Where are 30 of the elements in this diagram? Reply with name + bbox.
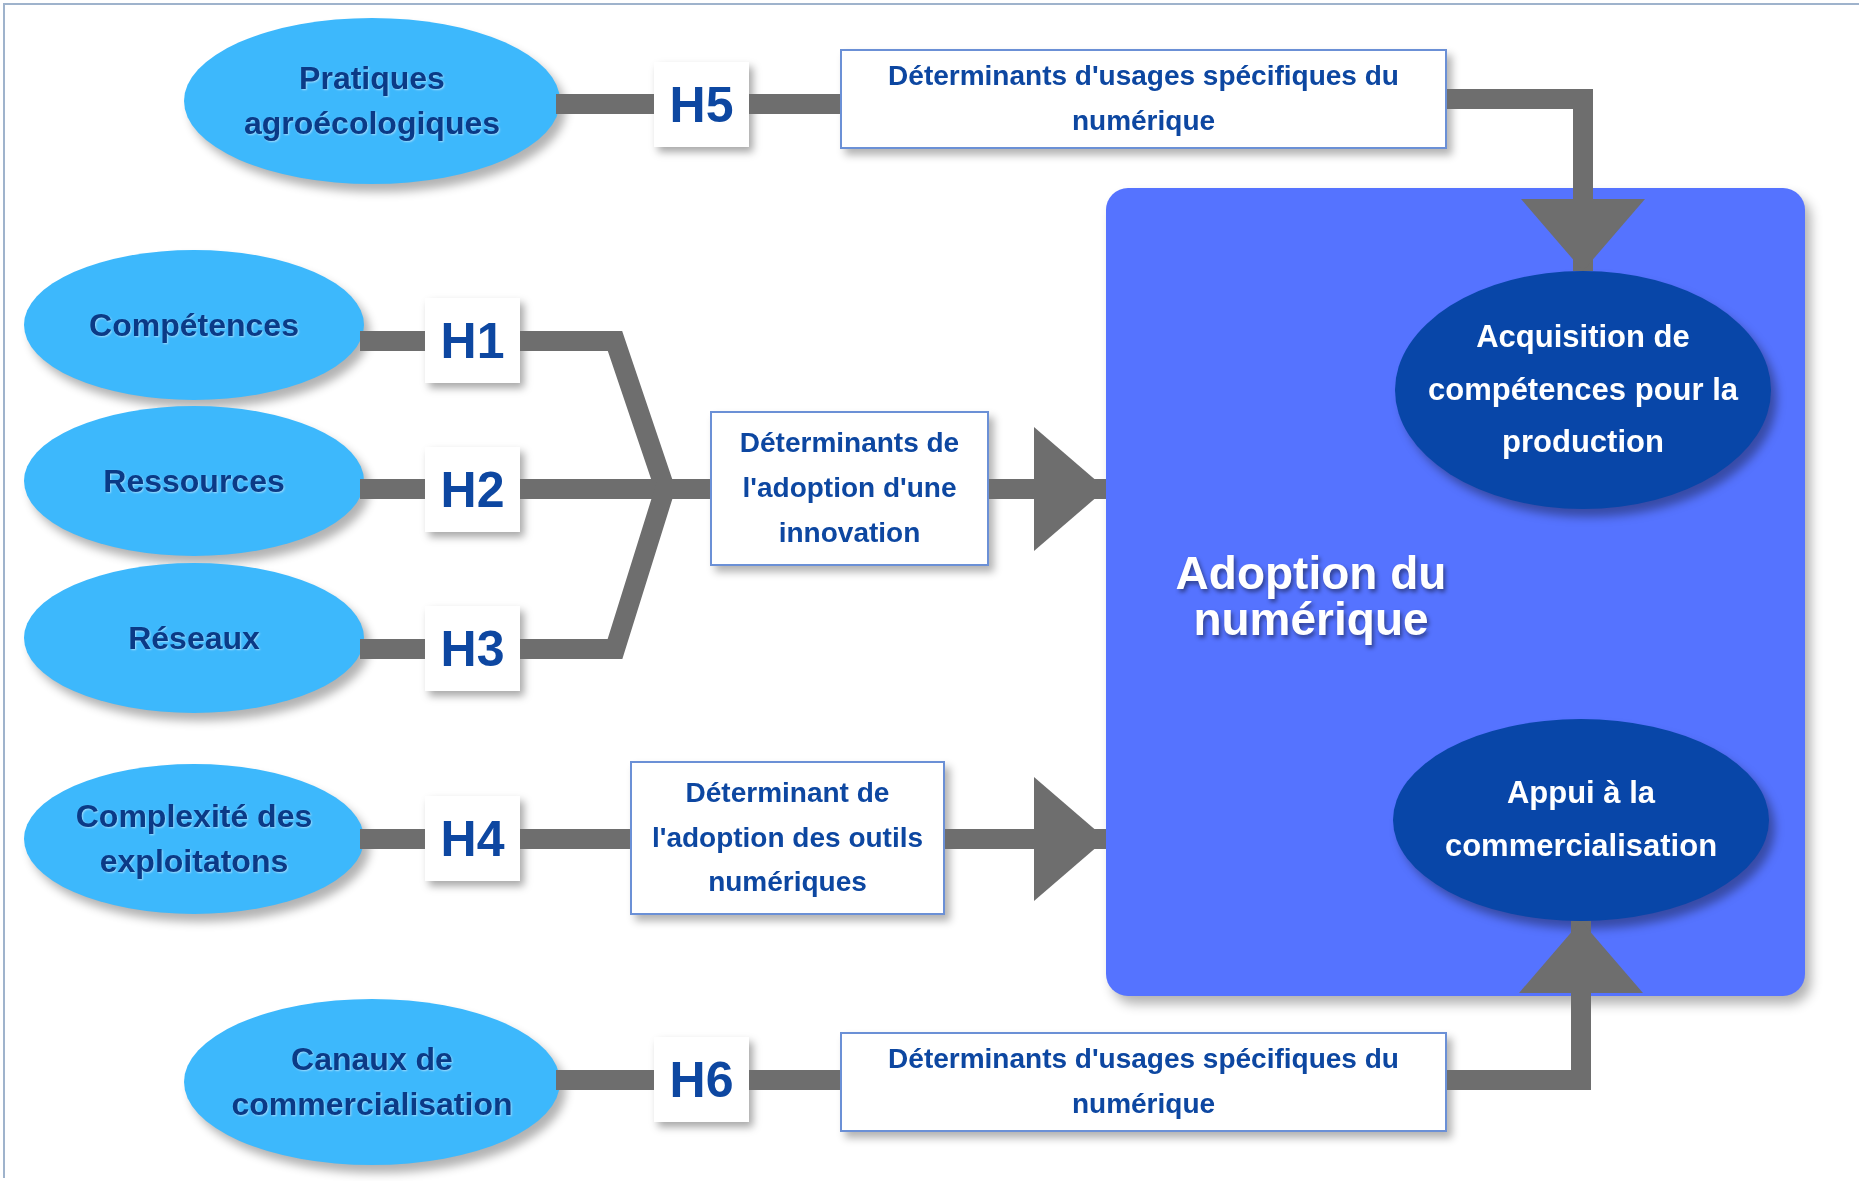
oval-node: Compétences — [24, 250, 364, 400]
hypothesis-label: H1 — [425, 298, 520, 383]
connector-arrow — [989, 427, 1106, 551]
determinant-box: Déterminant de l'adoption des outils numériques — [630, 761, 945, 915]
connector-line — [360, 829, 425, 849]
connector-arrow — [1447, 921, 1643, 1090]
hypothesis-label: H3 — [425, 606, 520, 691]
connector-line — [749, 94, 840, 114]
outcome-oval: Acquisition de compétences pour la production — [1395, 271, 1771, 509]
hypothesis-label: H6 — [654, 1037, 749, 1122]
oval-node: Ressources — [24, 406, 364, 556]
determinant-box: Déterminants d'usages spécifiques du numérique — [840, 49, 1447, 149]
oval-node: Canaux de commercialisation — [184, 999, 560, 1165]
connector-arrow — [945, 777, 1106, 901]
hypothesis-label: H2 — [425, 447, 520, 532]
oval-node: Réseaux — [24, 563, 364, 713]
adoption-panel — [1106, 188, 1805, 996]
determinant-box: Déterminants de l'adoption d'une innovation — [710, 411, 989, 566]
connector-arrow — [1447, 89, 1645, 271]
hypothesis-label: H5 — [654, 62, 749, 147]
determinant-box: Déterminants d'usages spécifiques du numérique — [840, 1032, 1447, 1132]
connector-line — [749, 1070, 840, 1090]
connector-line — [556, 94, 654, 114]
oval-node: Pratiques agroécologiques — [184, 18, 560, 184]
oval-node: Complexité des exploitatons — [24, 764, 364, 914]
outcome-oval: Appui à la commercialisation — [1393, 719, 1769, 921]
hypothesis-label: H4 — [425, 796, 520, 881]
connector-line — [520, 829, 630, 849]
connector-line — [360, 331, 425, 351]
connector-line — [556, 1070, 654, 1090]
